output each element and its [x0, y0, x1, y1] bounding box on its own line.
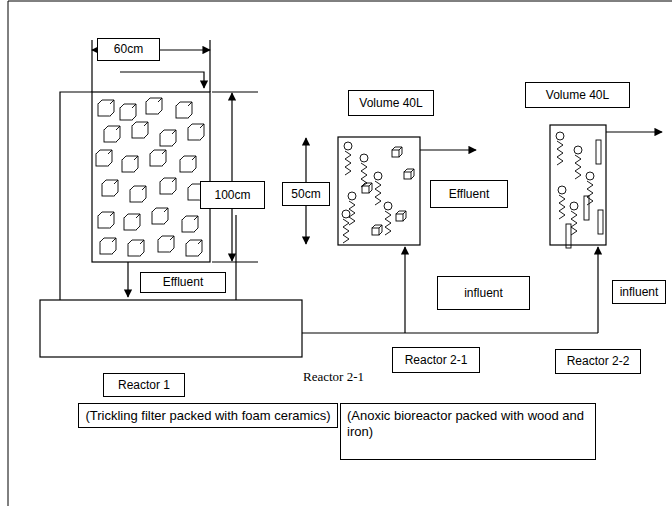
reactor-caption: Reactor 2-1 — [303, 369, 364, 385]
foam-ceramic-cube — [128, 240, 144, 256]
effluent-arrow — [420, 149, 476, 150]
iron-bar — [598, 210, 603, 234]
frame — [8, 1, 672, 506]
iron-cube — [392, 147, 402, 157]
dimension-tick — [212, 91, 258, 92]
caption-box: (Trickling filter packed with foam ceram… — [78, 403, 338, 428]
wood-carrier — [558, 186, 566, 219]
dimension-label: 50cm — [282, 182, 330, 206]
iron-bar — [566, 224, 571, 248]
foam-ceramic-cube — [150, 150, 166, 166]
effluent-arrow — [127, 262, 128, 297]
label-text: Effluent — [449, 187, 489, 201]
anoxic-reactor — [338, 137, 420, 245]
label-text: Reactor 2-2 — [567, 354, 630, 368]
foam-ceramic-cube — [124, 214, 140, 230]
foam-ceramic-cube — [160, 178, 176, 194]
dimension-tick — [91, 40, 92, 92]
wood-carrier — [360, 154, 368, 187]
foam-ceramic-cube — [158, 236, 174, 252]
reactor-label: Reactor 2-2 — [555, 349, 641, 374]
foam-ceramic-cube — [132, 122, 148, 138]
foam-ceramic-cube — [104, 126, 120, 142]
iron-cube — [372, 225, 382, 235]
label-text: (Anoxic bioreactor packed with wood and … — [347, 408, 589, 439]
foam-ceramic-cube — [100, 238, 116, 254]
dimension-label: 60cm — [97, 38, 160, 61]
reactor-1 — [40, 40, 302, 357]
effluent-label: Effluent — [430, 180, 508, 208]
caption-box: (Anoxic bioreactor packed with wood and … — [340, 403, 596, 460]
label-text: Volume 40L — [546, 88, 609, 102]
iron-cube — [404, 169, 414, 179]
foam-ceramic-cube — [182, 216, 198, 232]
foam-ceramic-cube — [176, 102, 192, 118]
reactor-2 — [302, 125, 662, 333]
wood-carrier — [348, 192, 356, 225]
foam-ceramic-cube — [188, 124, 204, 140]
inflow-arrow — [120, 72, 204, 88]
foam-ceramic-cube — [146, 98, 162, 114]
foam-ceramic-cube — [160, 130, 176, 146]
feed-pipe — [302, 332, 598, 333]
label-text: Reactor 1 — [118, 378, 170, 392]
influent-arrow — [404, 247, 405, 333]
label-text: 100cm — [214, 188, 250, 202]
foam-ceramic-cube — [152, 208, 168, 224]
effluent-arrow — [606, 131, 662, 132]
tank — [40, 300, 302, 357]
label-text: Reactor 2-1 — [405, 353, 468, 367]
foam-ceramic-cube — [98, 100, 114, 116]
wood-carrier — [344, 142, 352, 175]
label-text: Effluent — [163, 275, 203, 289]
influent-label: influent — [437, 276, 530, 310]
reactor-label: Reactor 2-1 — [392, 347, 480, 373]
volume-label: Volume 40L — [348, 90, 434, 116]
support — [60, 92, 92, 300]
influent-arrow — [597, 247, 598, 333]
foam-ceramic-cube — [98, 212, 114, 228]
foam-ceramic-cube — [130, 186, 146, 202]
label-text: influent — [620, 285, 659, 299]
foam-ceramic-cube — [186, 240, 202, 256]
wood-carrier — [342, 210, 350, 243]
wood-carrier — [384, 202, 392, 235]
iron-cube — [396, 211, 406, 221]
wood-carrier — [374, 172, 382, 205]
anoxic-reactor — [550, 125, 606, 245]
label-text: 50cm — [291, 187, 320, 201]
volume-label: Volume 40L — [525, 82, 630, 108]
foam-ceramic-cube — [122, 156, 138, 172]
label-text: (Trickling filter packed with foam ceram… — [85, 408, 330, 424]
iron-bar — [584, 196, 589, 220]
foam-ceramic-cube — [180, 156, 196, 172]
wood-carrier — [556, 132, 564, 165]
effluent-label: Effluent — [140, 272, 226, 293]
influent-label: influent — [612, 280, 666, 304]
dimension-arrow — [231, 93, 232, 261]
label-text: influent — [464, 286, 503, 300]
label-text: 60cm — [114, 42, 143, 56]
dimension-tick — [212, 261, 258, 262]
iron-bar — [596, 140, 601, 164]
foam-ceramic-cube — [102, 180, 118, 196]
foam-ceramic-cube — [120, 104, 136, 120]
wood-carrier — [586, 172, 594, 205]
label-text: Volume 40L — [359, 96, 422, 110]
foam-ceramic-cube — [96, 150, 112, 166]
wood-carrier — [574, 146, 582, 179]
support — [235, 215, 236, 300]
dimension-label: 100cm — [200, 181, 265, 209]
trickling-filter — [92, 92, 210, 262]
media — [96, 98, 603, 256]
dimension-tick — [209, 40, 210, 92]
iron-cube — [362, 183, 372, 193]
reactor-label: Reactor 1 — [103, 373, 185, 397]
